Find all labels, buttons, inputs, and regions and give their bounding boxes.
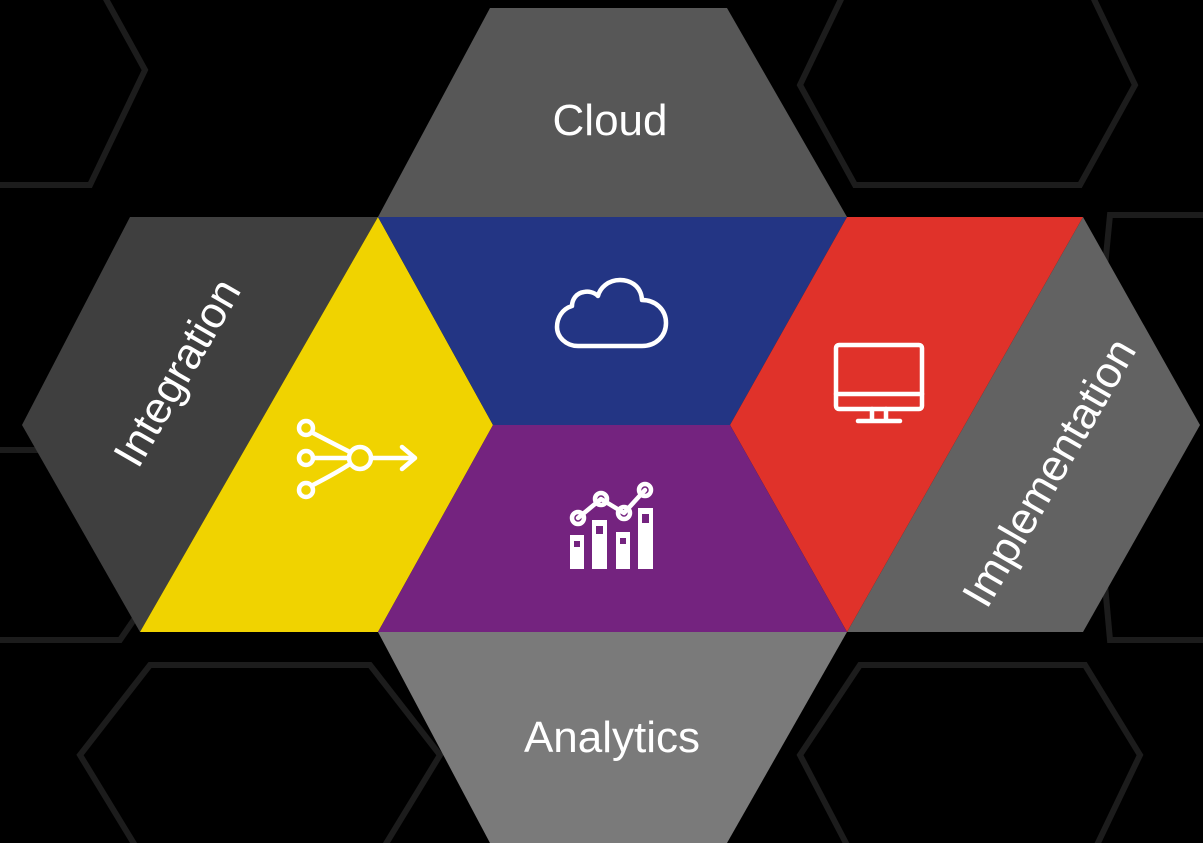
bar-line-chart-icon [569, 481, 654, 569]
segment-analytics [378, 632, 847, 843]
desktop-monitor-icon [833, 342, 925, 424]
segment-implementation [847, 217, 1200, 632]
inner-segment-yellow [140, 217, 493, 632]
inner-segment-red [730, 217, 1083, 632]
inner-segment-purple [378, 425, 847, 632]
segment-cloud [378, 8, 847, 217]
bg-hex-bottom-right [796, 662, 1144, 843]
bg-hex-top-right [796, 0, 1139, 188]
label-cloud: Cloud [553, 96, 668, 145]
segment-integration [22, 217, 378, 632]
bg-hex-top-left [0, 0, 149, 188]
label-analytics: Analytics [524, 713, 700, 762]
flow-merge-arrow-icon [296, 418, 418, 500]
cloud-icon [554, 277, 669, 349]
inner-segment-blue [378, 217, 847, 425]
bg-hex-bottom-left [76, 662, 444, 843]
